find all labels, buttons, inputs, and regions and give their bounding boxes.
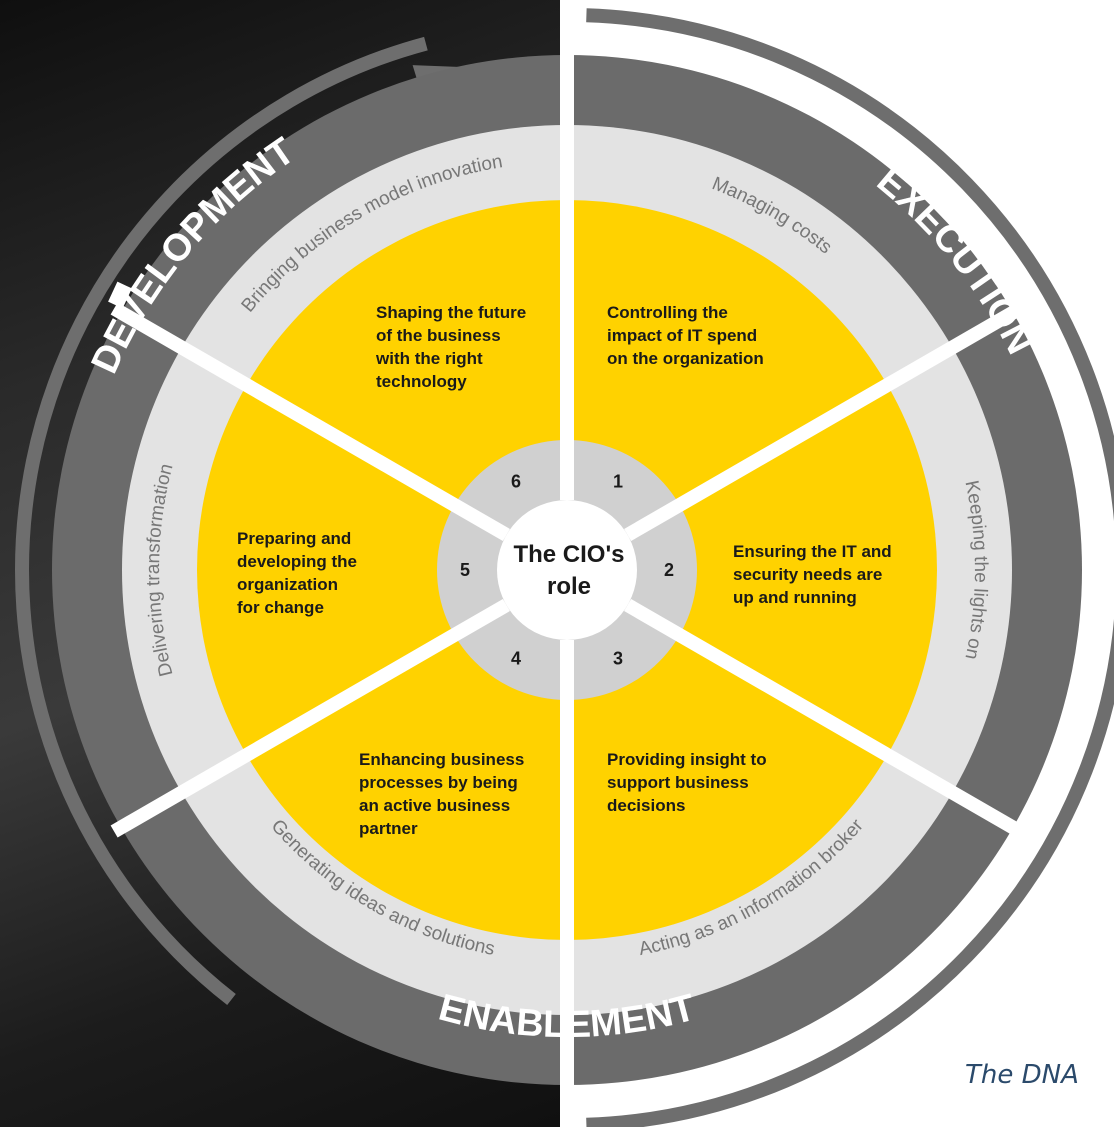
caption-text: The DNA: [965, 1060, 1079, 1090]
center-title-line1: The CIO's: [513, 541, 624, 568]
center-title-line2: role: [547, 573, 591, 600]
segment-divider-3: [624, 598, 1024, 838]
segment-number-2: 2: [664, 560, 674, 580]
segment-divider-6: [110, 302, 510, 542]
outer-arc-left: [15, 36, 428, 1006]
segment-divider-2: [624, 302, 1024, 542]
segment-number-1: 1: [613, 472, 623, 492]
segment-number-5: 5: [460, 560, 470, 580]
segment-number-6: 6: [511, 472, 521, 492]
segment-number-4: 4: [511, 648, 521, 668]
white-tick-mark: [108, 281, 132, 309]
segment-divider-5: [110, 598, 510, 838]
center-circle: [497, 500, 637, 640]
outer-arc-right: [586, 8, 1114, 1127]
segment-number-3: 3: [613, 648, 623, 668]
